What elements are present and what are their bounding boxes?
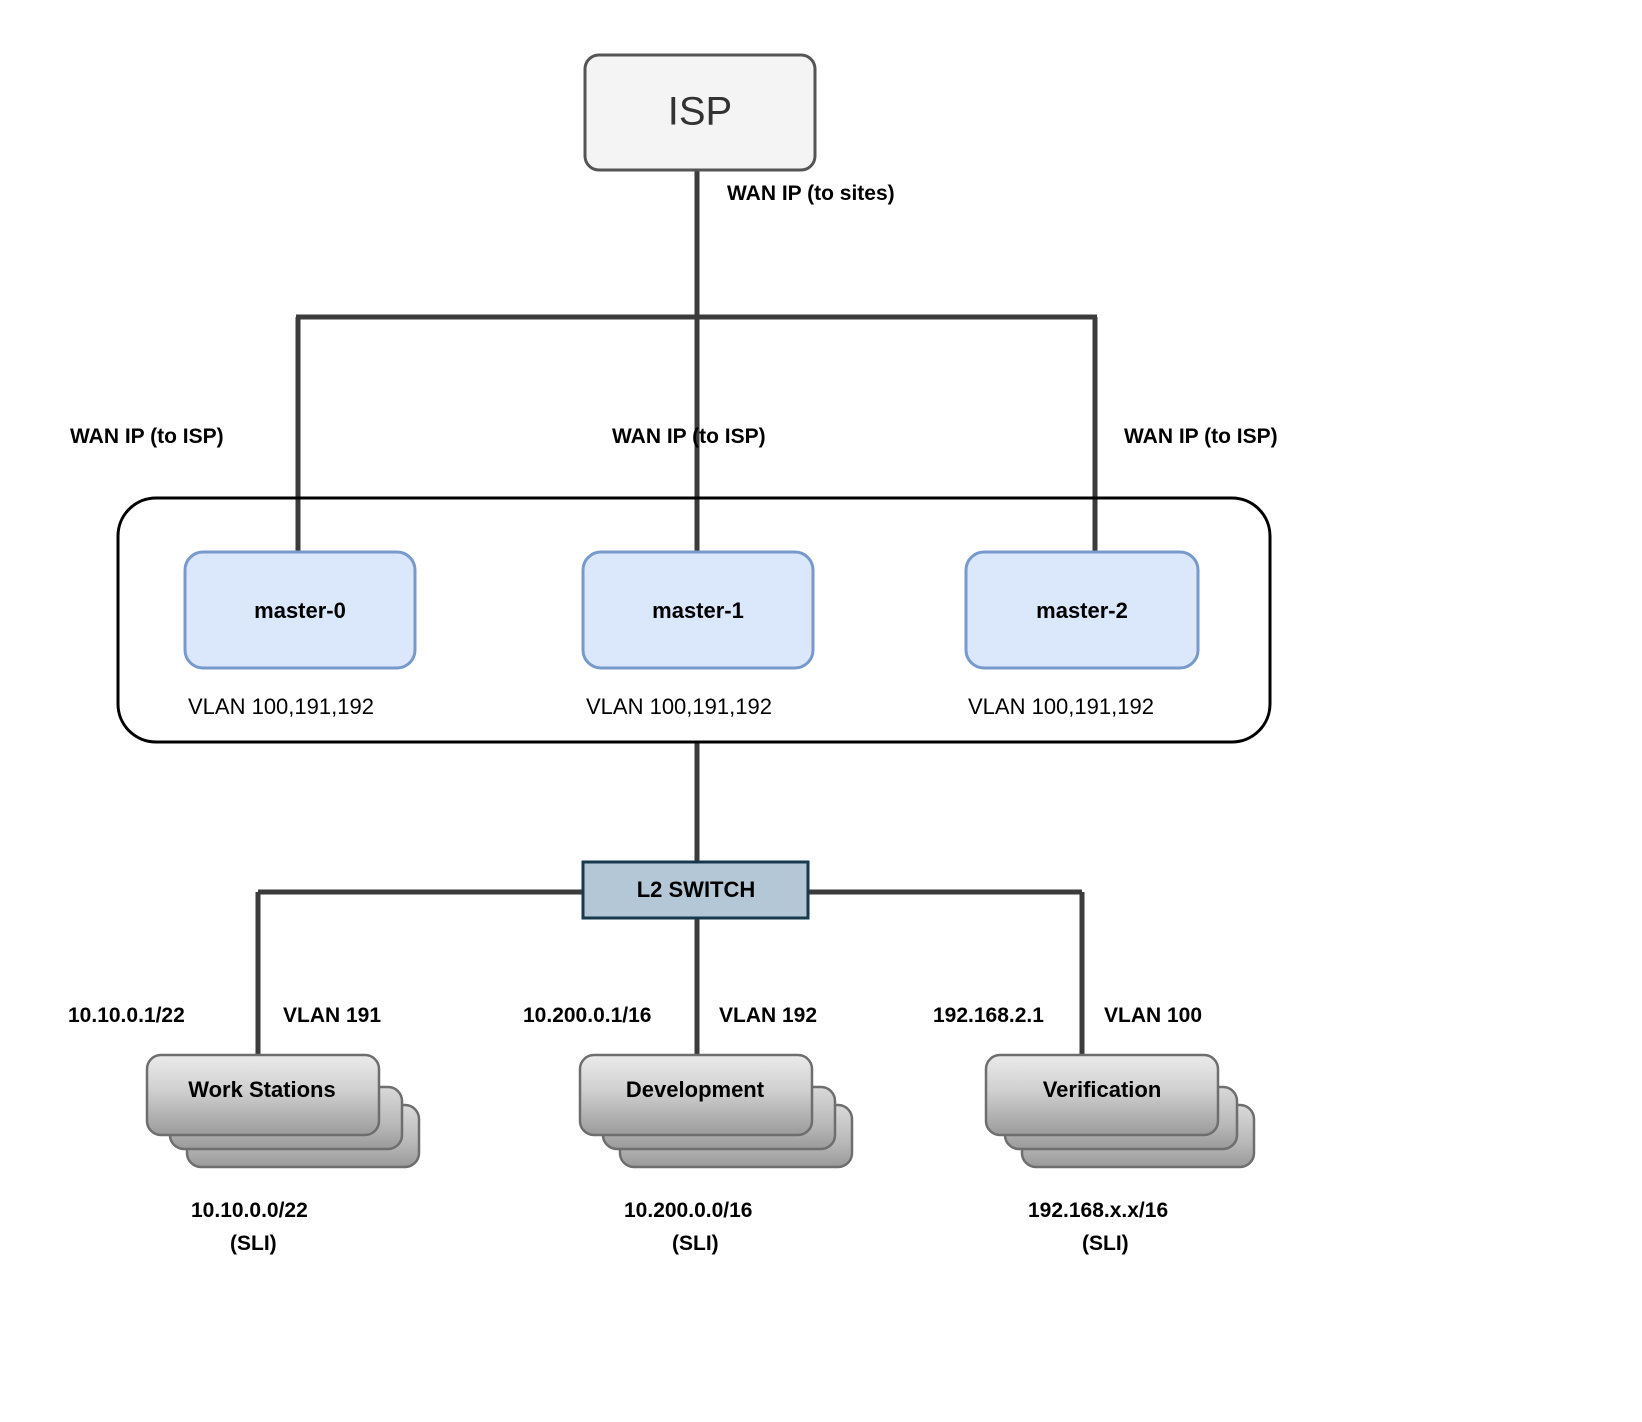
segment-0-subnet: 10.10.0.0/22 — [191, 1199, 308, 1222]
segment-0-vlan: VLAN 191 — [283, 1004, 381, 1027]
master-2-vlans: VLAN 100,191,192 — [968, 694, 1154, 719]
wan-label-1: WAN IP (to ISP) — [612, 425, 766, 448]
segment-2-gateway: 192.168.2.1 — [933, 1004, 1044, 1027]
work-stations-stack-front[interactable] — [145, 1053, 381, 1137]
isp-label: ISP — [668, 90, 732, 134]
verification-stack-front[interactable] — [984, 1053, 1220, 1137]
node-work-stations[interactable]: Work Stations — [145, 1053, 421, 1169]
segment-0-gateway: 10.10.0.1/22 — [68, 1004, 185, 1027]
segment-0-subnet-note: (SLI) — [230, 1232, 277, 1255]
l2-switch-label: L2 SWITCH — [637, 877, 756, 902]
isp-box[interactable] — [583, 53, 817, 172]
master-0-box[interactable] — [183, 550, 417, 670]
development-stack-front[interactable] — [578, 1053, 814, 1137]
node-verification[interactable]: Verification — [984, 1053, 1256, 1169]
wan-label-2: WAN IP (to ISP) — [1124, 425, 1278, 448]
node-development[interactable]: Development — [578, 1053, 854, 1169]
segment-1-gateway: 10.200.0.1/16 — [523, 1004, 651, 1027]
verification-label: Verification — [1043, 1077, 1162, 1102]
l2-switch-box[interactable] — [581, 860, 810, 920]
development-label: Development — [626, 1077, 765, 1102]
segment-1-subnet: 10.200.0.0/16 — [624, 1199, 752, 1222]
segment-2-subnet-note: (SLI) — [1082, 1232, 1129, 1255]
master-1-label: master-1 — [652, 598, 744, 623]
cluster-container — [116, 496, 1272, 744]
node-master-2[interactable]: master-2 — [964, 550, 1200, 670]
segment-1-subnet-note: (SLI) — [672, 1232, 719, 1255]
master-0-label: master-0 — [254, 598, 346, 623]
master-0-vlans: VLAN 100,191,192 — [188, 694, 374, 719]
node-master-0[interactable]: master-0 — [183, 550, 417, 670]
node-master-1[interactable]: master-1 — [581, 550, 815, 670]
master-1-vlans: VLAN 100,191,192 — [586, 694, 772, 719]
node-l2-switch[interactable]: L2 SWITCH — [581, 860, 810, 920]
work-stations-label: Work Stations — [188, 1077, 336, 1102]
isp-uplink-label: WAN IP (to sites) — [727, 182, 895, 205]
master-1-box[interactable] — [581, 550, 815, 670]
segment-1-vlan: VLAN 192 — [719, 1004, 817, 1027]
node-isp[interactable]: ISP — [583, 53, 817, 172]
wan-label-0: WAN IP (to ISP) — [70, 425, 224, 448]
master-2-label: master-2 — [1036, 598, 1128, 623]
segment-2-vlan: VLAN 100 — [1104, 1004, 1202, 1027]
master-2-box[interactable] — [964, 550, 1200, 670]
segment-2-subnet: 192.168.x.x/16 — [1028, 1199, 1168, 1222]
